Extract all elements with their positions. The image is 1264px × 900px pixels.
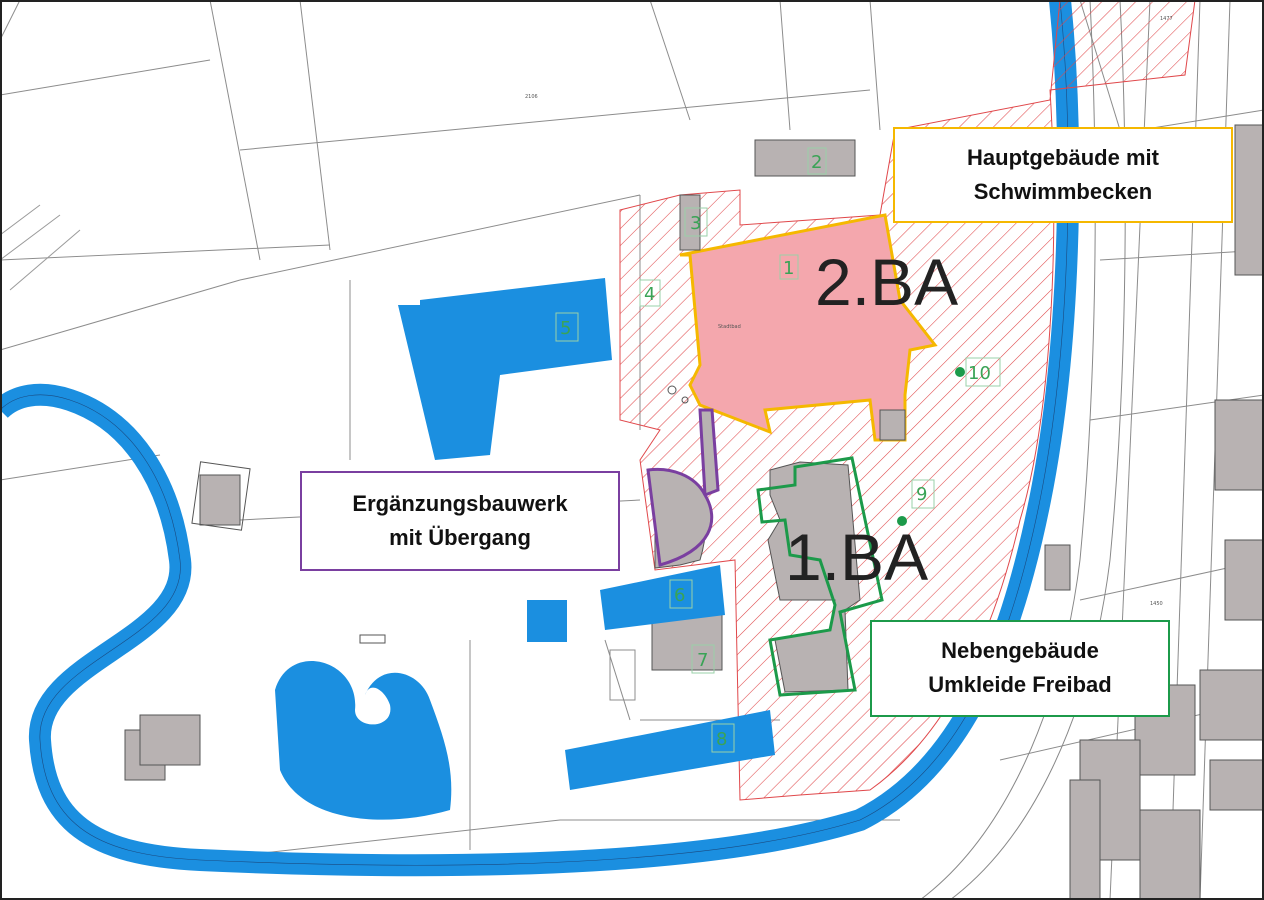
- phase-1-label: 1.BA: [785, 520, 928, 594]
- parcel-label-1477: 1477: [1160, 16, 1173, 22]
- callout-aux-line-1: Ergänzungsbauwerk: [352, 491, 568, 516]
- label-number-1: 1: [783, 258, 794, 279]
- small-features: [191, 385, 689, 644]
- callout-side-building: Nebengebäude Umkleide Freibad: [870, 620, 1170, 717]
- callout-main-line-2: Schwimmbecken: [973, 179, 1153, 204]
- callout-auxiliary-building: Ergänzungsbauwerk mit Übergang: [300, 471, 620, 571]
- callout-side-line-1: Nebengebäude: [941, 638, 1099, 663]
- parcel-label-1450: 1450: [1150, 601, 1163, 607]
- parcel-label-2106: 2106: [525, 94, 538, 100]
- label-number-8: 8: [716, 729, 727, 750]
- blue-buildings: [275, 278, 775, 820]
- label-number-4: 4: [644, 284, 655, 305]
- stadtbad-label: Stadtbad: [718, 324, 741, 330]
- label-number-3: 3: [690, 213, 701, 234]
- label-number-10: 10: [968, 363, 991, 384]
- marker-9-dot: [897, 516, 907, 526]
- existing-buildings: [124, 124, 1264, 900]
- callout-main-building: Hauptgebäude mit Schwimmbecken: [893, 127, 1233, 223]
- river-outline: [0, 0, 1069, 866]
- parcel-hatch-lines: [0, 204, 81, 291]
- callout-main-line-1: Hauptgebäude mit: [967, 145, 1159, 170]
- label-number-2: 2: [811, 152, 822, 173]
- number-labels: 1 2 3 4 5 6 7 8 9 10: [555, 147, 1001, 753]
- marker-10-dot: [955, 367, 965, 377]
- auxiliary-building: [646, 408, 720, 567]
- main-building-area: [679, 213, 938, 442]
- label-number-5: 5: [560, 318, 571, 339]
- phase-2-label: 2.BA: [815, 245, 958, 319]
- label-number-7: 7: [697, 650, 708, 671]
- callout-aux-line-2: mit Übergang: [389, 525, 531, 550]
- label-number-9: 9: [916, 484, 927, 505]
- side-building-outline: [756, 456, 884, 697]
- callout-side-line-2: Umkleide Freibad: [928, 672, 1112, 697]
- label-number-6: 6: [674, 585, 685, 606]
